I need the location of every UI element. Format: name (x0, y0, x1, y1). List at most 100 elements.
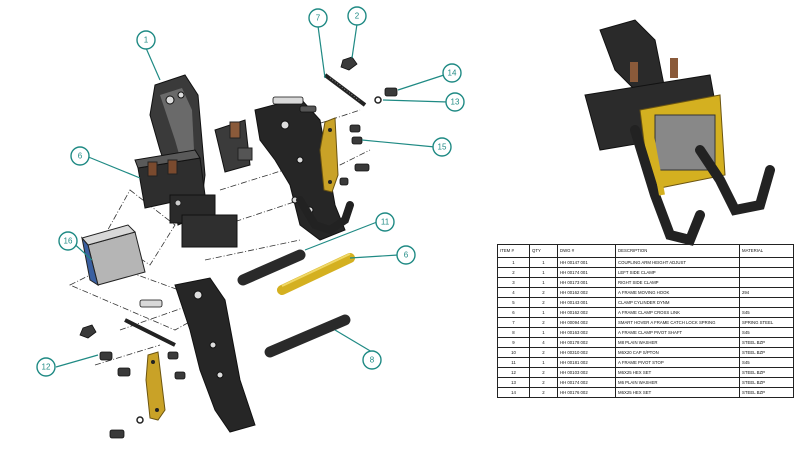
assembled-view (584, 19, 775, 246)
bom-header-row: ITEM # QTY DWG # DESCRIPTION MATERIAL (497, 244, 794, 258)
bom-header-material: MATERIAL (739, 244, 794, 258)
callout-15 (432, 137, 452, 157)
bom-cell-description: M6X25 HEX SET (615, 367, 740, 378)
callout-1 (136, 30, 156, 50)
bom-cell-item: 5 (497, 297, 530, 308)
side-clamp-upper-part (254, 97, 346, 241)
bom-cell-qty: 2 (529, 387, 558, 398)
bom-header-dwg: DWG # (557, 244, 616, 258)
callout-label-7: 7 (316, 14, 321, 23)
bom-cell-description: SMART HOVER A FRAME CATCH LOCK SPRING (615, 317, 740, 328)
clamp-cylinder-part (134, 149, 238, 248)
bom-cell-qty: 2 (529, 297, 558, 308)
brass-arm-lower-part (145, 351, 166, 421)
bom-cell-dwg: HH 00174 001 (557, 267, 616, 278)
bom-cell-material (739, 267, 794, 278)
callout-7 (308, 8, 328, 28)
callout-16 (58, 231, 78, 251)
bom-cell-item: 8 (497, 327, 530, 338)
bom-cell-qty: 1 (529, 327, 558, 338)
bom-cell-description: A FRAME CLAMP CROSS LINK (615, 307, 740, 318)
callout-label-6b: 6 (404, 251, 409, 260)
bom-cell-description: LEFT SIDE CLAMP (615, 267, 740, 278)
bom-cell-dwg: HH 00162 002 (557, 307, 616, 318)
bom-cell-qty: 2 (529, 317, 558, 328)
callout-13 (445, 92, 465, 112)
bom-cell-description: CLAMP CYLINDER DYNM (615, 297, 740, 308)
callouts (36, 6, 465, 377)
bom-cell-material: S45 (739, 327, 794, 338)
bom-cell-dwg: HH 00176 002 (557, 387, 616, 398)
bom-cell-item: 12 (497, 367, 530, 378)
callout-2 (347, 6, 367, 26)
bom-cell-material: STEEL BZP (739, 347, 794, 358)
bom-cell-dwg: HH 00178 002 (557, 337, 616, 348)
bom-cell-item: 9 (497, 337, 530, 348)
bom-cell-qty: 1 (529, 267, 558, 278)
bom-cell-description: M6X20 CAP S/PTON (615, 347, 740, 358)
callout-labels: 1 2 6 6 7 8 11 12 13 14 15 16 (42, 12, 460, 372)
callout-label-2: 2 (355, 12, 360, 21)
callout-8 (362, 350, 382, 370)
bom-cell-material (739, 257, 794, 268)
bom-cell-qty: 1 (529, 307, 558, 318)
bom-cell-description: M8 PLAIN WASHER (615, 337, 740, 348)
callout-11 (375, 212, 395, 232)
bom-cell-item: 7 (497, 317, 530, 328)
bom-cell-material: SPRING STEEL (739, 317, 794, 328)
square-tube-part (81, 224, 146, 287)
bom-cell-dwg: HH 00094 002 (557, 317, 616, 328)
bom-cell-dwg: HH 00181 002 (557, 357, 616, 368)
bom-cell-dwg: HH 00163 002 (557, 327, 616, 338)
bom-cell-item: 13 (497, 377, 530, 388)
bom-cell-dwg: HH 00103 002 (557, 367, 616, 378)
bom-cell-material: STEEL BZP (739, 367, 794, 378)
bom-header-item: ITEM # (497, 244, 530, 258)
callout-label-8: 8 (370, 356, 375, 365)
callout-label-15: 15 (438, 143, 447, 152)
pivot-shaft-part (264, 314, 351, 358)
bom-cell-description: A FRAME MOVING HOOK (615, 287, 740, 298)
bom-cell-dwg: HH 00143 001 (557, 297, 616, 308)
cross-link-brass-rod-part (277, 253, 355, 295)
bom-cell-item: 3 (497, 277, 530, 288)
bom-cell-item: 10 (497, 347, 530, 358)
upper-bolts-part (214, 119, 253, 173)
fasteners-lower (79, 299, 186, 439)
bom-cell-item: 6 (497, 307, 530, 318)
callout-label-1: 1 (144, 36, 149, 45)
bom-header-description: DESCRIPTION (615, 244, 740, 258)
bom-cell-qty: 1 (529, 357, 558, 368)
bom-cell-material: S45 (739, 357, 794, 368)
bom-cell-description: M6X25 HEX SET (615, 387, 740, 398)
callout-leaders (55, 23, 449, 368)
spring-part (323, 73, 367, 107)
bom-cell-qty: 4 (529, 337, 558, 348)
bom-cell-dwg: HH 00147 001 (557, 257, 616, 268)
side-clamp-lower-part (174, 277, 256, 433)
callout-label-11: 11 (381, 218, 390, 227)
bom-cell-material: 294 (739, 287, 794, 298)
bom-cell-qty: 2 (529, 367, 558, 378)
bom-cell-dwg: HH 00174 002 (557, 377, 616, 388)
callout-label-14: 14 (448, 69, 457, 78)
bom-cell-description: M6 PLAIN WASHER (615, 377, 740, 388)
callout-label-13: 13 (451, 98, 460, 107)
callout-label-6a: 6 (78, 152, 83, 161)
bom-cell-description: RIGHT SIDE CLAMP (615, 277, 740, 288)
bom-cell-description: A FRAME PIVOT STOP (615, 357, 740, 368)
bom-cell-material: STEEL BZP (739, 337, 794, 348)
bom-cell-description: COUPLING ARM HEIGHT ADJUST (615, 257, 740, 268)
bom-cell-material: S45 (739, 307, 794, 318)
